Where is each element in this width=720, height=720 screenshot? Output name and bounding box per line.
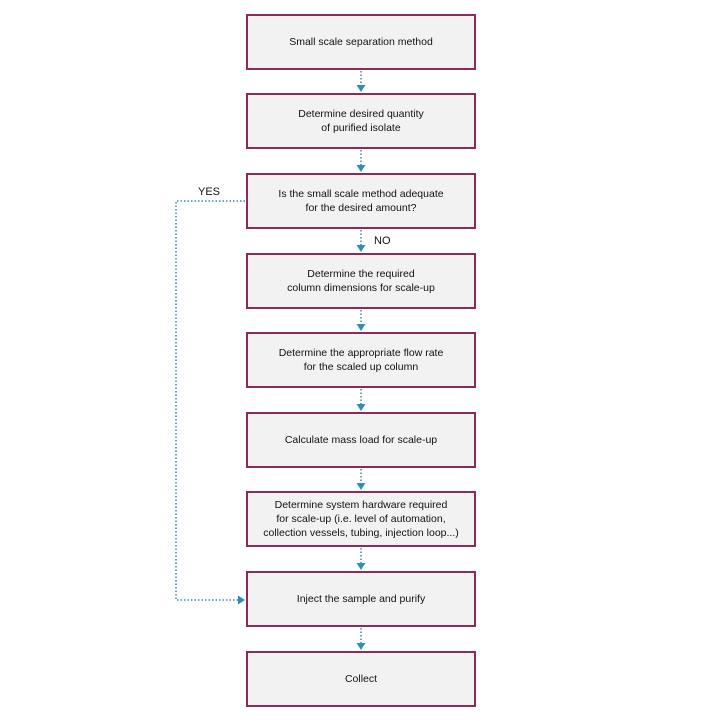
step-label: Collect [344,673,378,685]
step-mass-load: Calculate mass load for scale-up [246,412,476,468]
connector-arrowhead [356,643,366,650]
yes-branch-connector [175,200,245,601]
step-label: Determine desired quantity of purified i… [298,108,424,134]
step-small-scale-separation: Small scale separation method [246,14,476,70]
step-flow-rate: Determine the appropriate flow rate for … [246,332,476,388]
step-system-hardware: Determine system hardware required for s… [246,491,476,547]
step-label: Calculate mass load for scale-up [284,434,438,446]
yes-branch-label: YES [198,186,221,198]
connector-arrowhead [356,324,366,331]
connector-arrowhead [356,245,366,252]
yes-branch-arrowhead [238,595,245,605]
step-label: Small scale separation method [289,36,433,48]
step-label: Is the small scale method adequate for t… [278,188,444,214]
connector-arrowhead [356,483,366,490]
step-label: Inject the sample and purify [296,593,426,605]
connector-arrowhead [356,165,366,172]
step-label: Determine the required column dimensions… [287,268,435,294]
connector-arrowhead [356,563,366,570]
step-label: Determine the appropriate flow rate for … [278,347,444,373]
connector-arrowhead [356,404,366,411]
step-label: Determine system hardware required for s… [263,499,459,539]
step-column-dimensions: Determine the required column dimensions… [246,253,476,309]
step-method-adequate-decision: Is the small scale method adequate for t… [246,173,476,229]
step-inject-purify: Inject the sample and purify [246,571,476,627]
step-determine-quantity: Determine desired quantity of purified i… [246,93,476,149]
no-branch-label: NO [374,235,391,247]
connector-arrowhead [356,85,366,92]
step-collect: Collect [246,651,476,707]
